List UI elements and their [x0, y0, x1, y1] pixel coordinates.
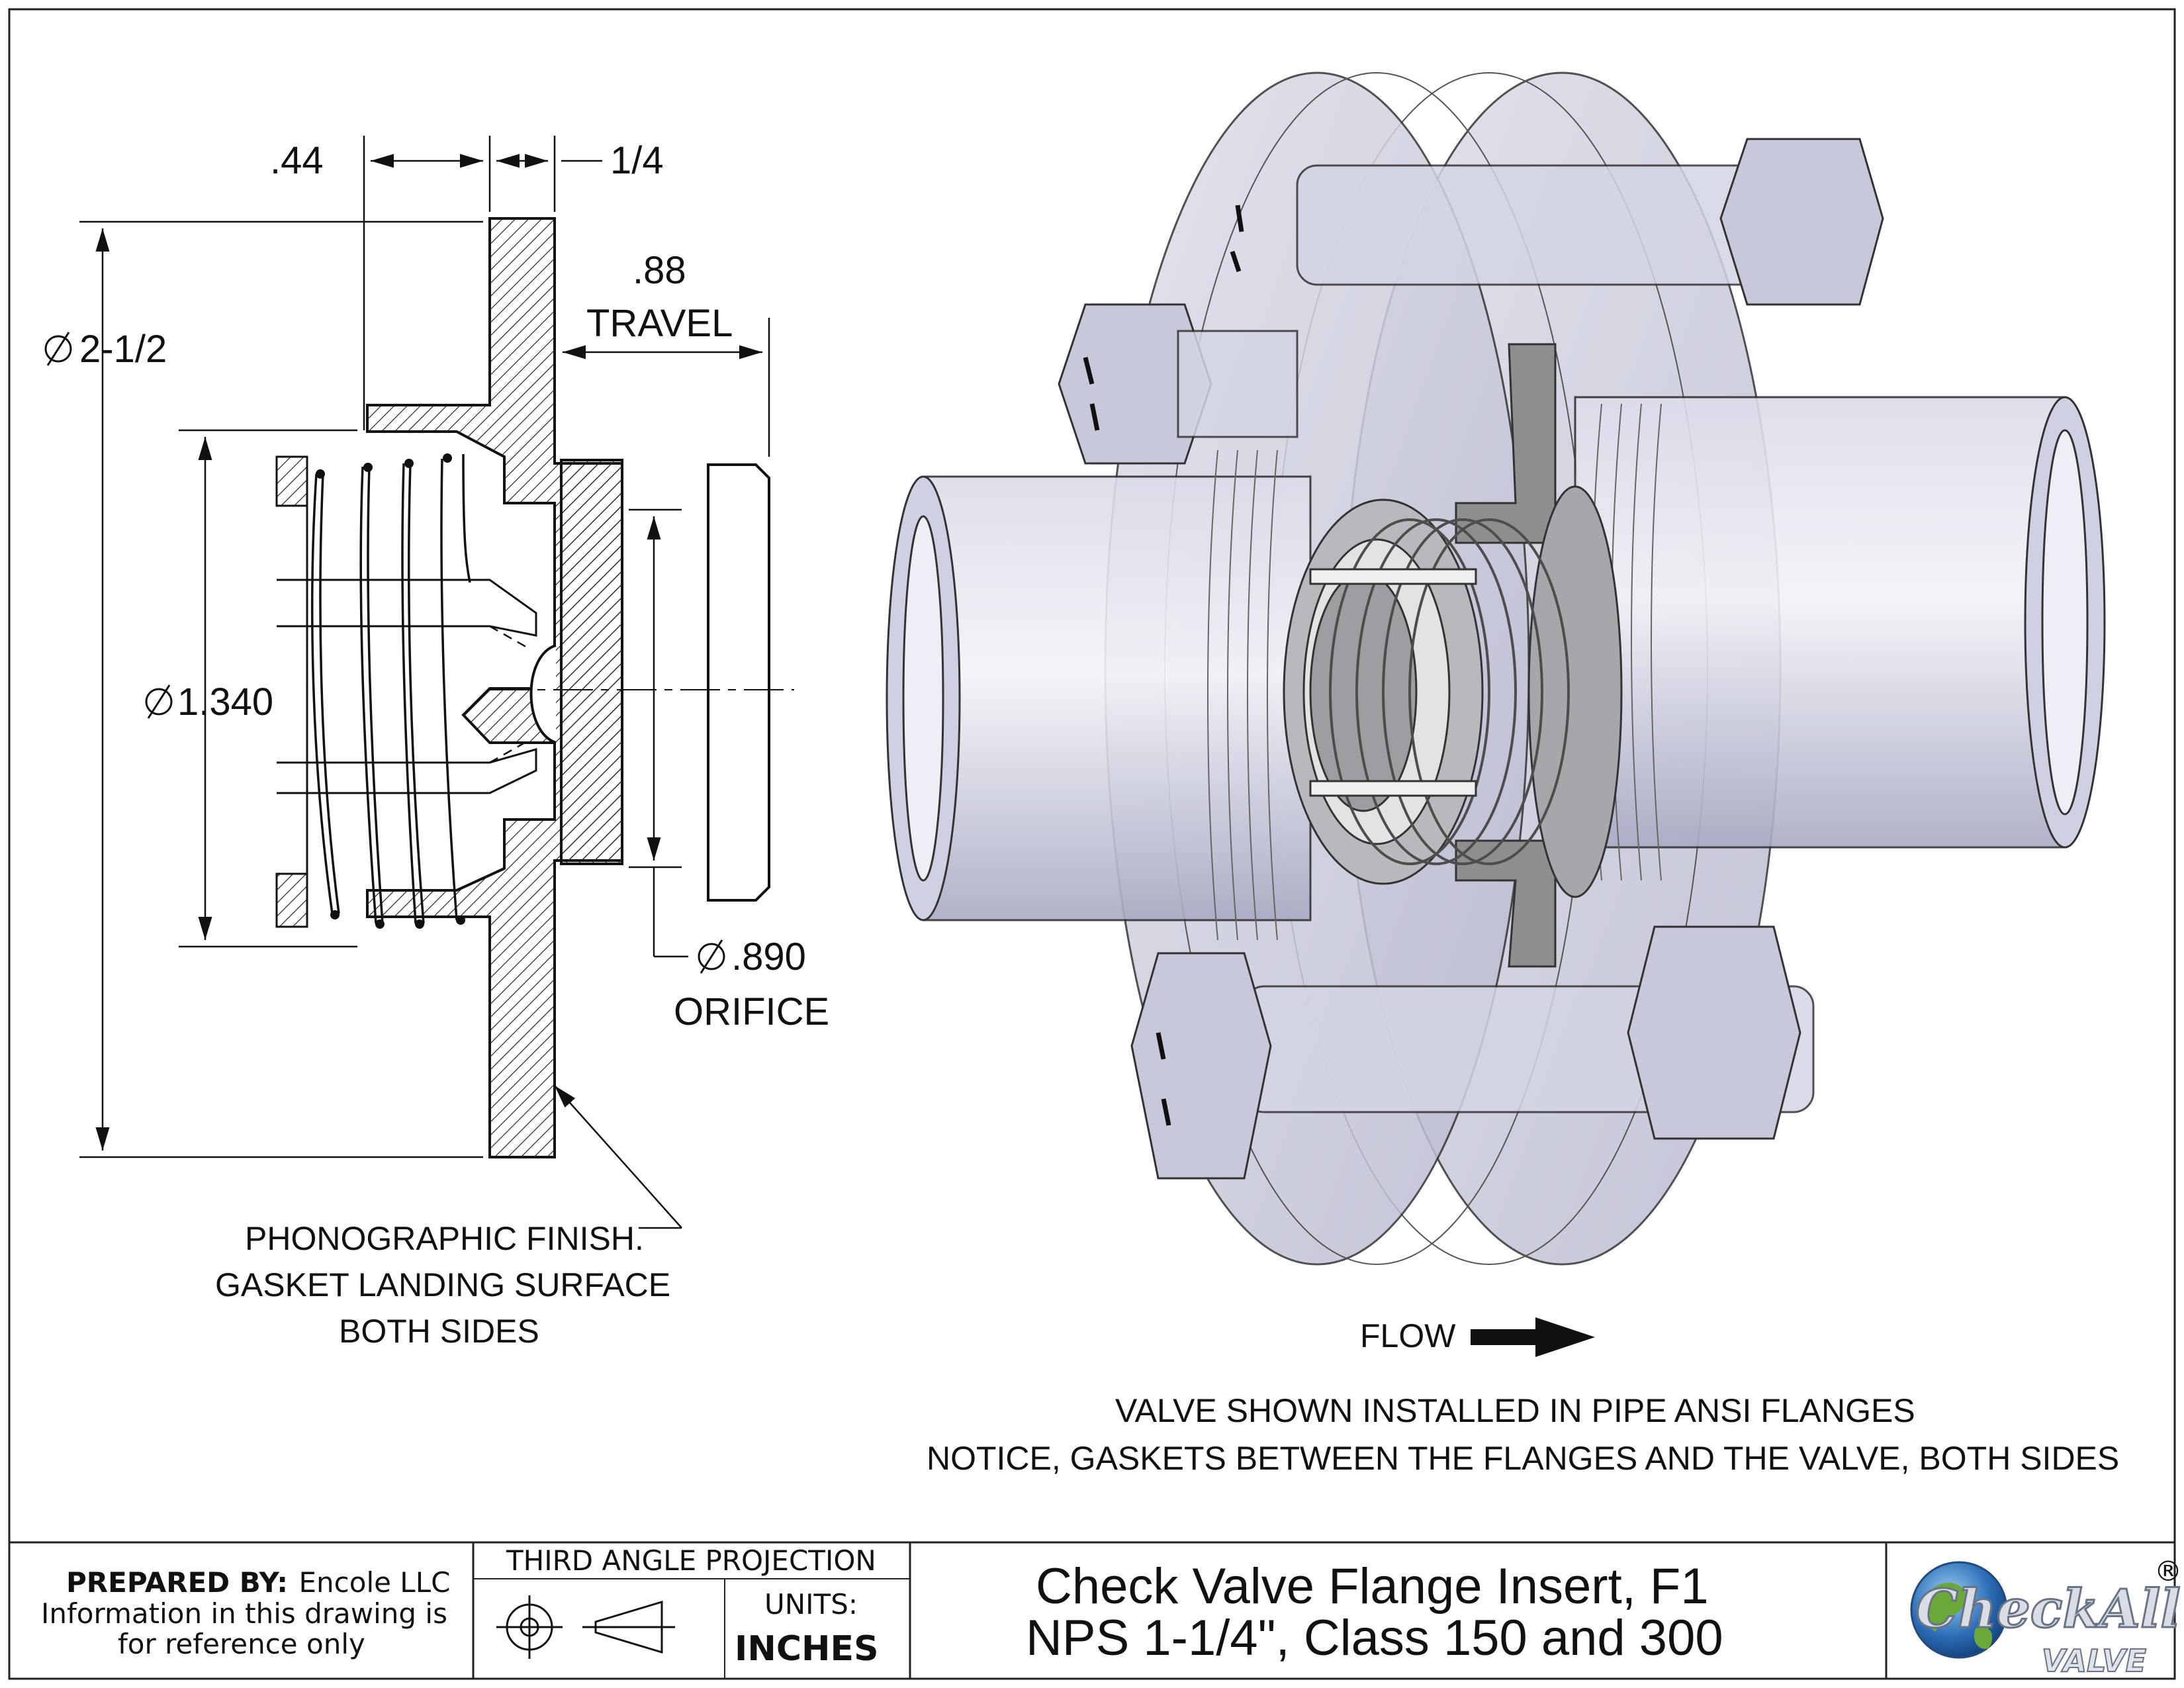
dimension-lines [79, 136, 770, 1229]
prepared-by: PREPARED BY: Encole LLC [66, 1566, 450, 1599]
assembly-illustration [886, 71, 2106, 1266]
flow-label: FLOW [1360, 1317, 1456, 1354]
poppet-nose [529, 644, 557, 744]
title-line2: NPS 1-1/4", Class 150 and 300 [1026, 1610, 1723, 1666]
pipe-left [922, 475, 1312, 921]
flow-arrow-icon [1471, 1317, 1595, 1357]
dim-orifice-label: ORIFICE [674, 990, 829, 1033]
flange-bolts [1058, 138, 1884, 1180]
units-value: INCHES [735, 1629, 879, 1669]
logo-mark: ® [2154, 1555, 2182, 1587]
poppet-disc [707, 463, 770, 902]
disclaimer-line2: for reference only [118, 1628, 365, 1660]
title-line1: Check Valve Flange Insert, F1 [1036, 1558, 1709, 1615]
body-outline [277, 506, 537, 874]
dim-length-b: 1/4 [610, 139, 664, 182]
finish-note-line2: GASKET LANDING SURFACE [215, 1266, 670, 1303]
dim-length-a: .44 [270, 139, 324, 182]
company-logo: CheckAll ® VALVE [1910, 1555, 2182, 1679]
dim-travel-value: .88 [633, 249, 686, 292]
seat-block [560, 459, 623, 865]
retainer-top [275, 455, 308, 507]
dim-orifice-diameter: .890 [731, 935, 806, 978]
install-note-line2: NOTICE, GASKETS BETWEEN THE FLANGES AND … [927, 1440, 2119, 1477]
diameter-symbols [44, 332, 725, 974]
logo-text: CheckAll [1916, 1577, 2181, 1640]
valve-insert [1283, 343, 1623, 968]
projection-label: THIRD ANGLE PROJECTION [506, 1544, 876, 1577]
units-label: UNITS: [764, 1588, 858, 1620]
finish-note-line1: PHONOGRAPHIC FINISH. [245, 1220, 644, 1257]
dim-travel-label: TRAVEL [586, 302, 733, 345]
finish-note-line3: BOTH SIDES [339, 1313, 539, 1350]
install-note-line1: VALVE SHOWN INSTALLED IN PIPE ANSI FLANG… [1115, 1392, 1915, 1429]
section-view [275, 217, 794, 1158]
retainer-bottom [275, 872, 308, 928]
logo-sub: VALVE [2042, 1643, 2146, 1679]
third-angle-projection-icon [496, 1595, 675, 1659]
dim-body-diameter: 1.340 [177, 680, 273, 724]
disclaimer-line1: Information in this drawing is [41, 1597, 447, 1630]
pipe-right [1574, 396, 2066, 849]
spring-coils [311, 453, 471, 924]
sheet-border [8, 8, 2176, 1680]
flow-indicator: FLOW [1360, 1317, 1595, 1357]
title-block: PREPARED BY: Encole LLC Information in t… [9, 1541, 2182, 1679]
dim-outer-diameter: 2-1/2 [79, 328, 167, 371]
